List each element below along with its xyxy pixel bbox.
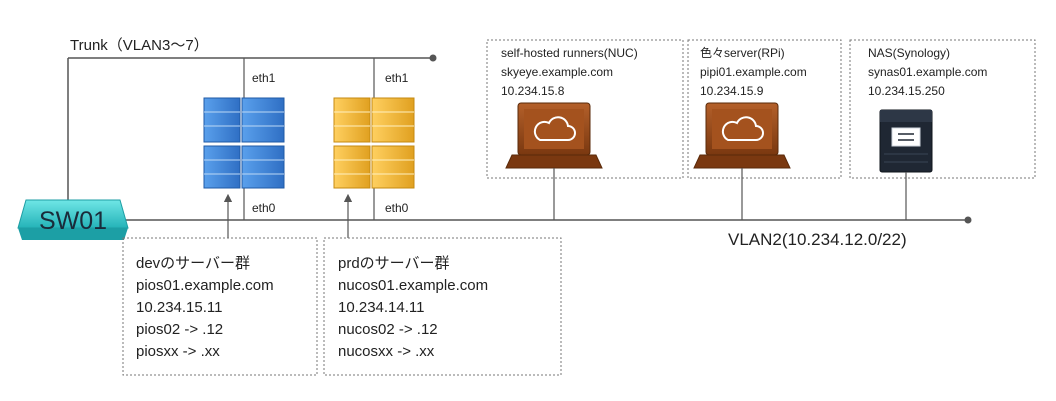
dev-info-line: 10.234.15.11 — [136, 299, 222, 316]
switch-sw01: SW01 — [17, 199, 129, 240]
prd-server-stack: eth1 eth0 — [333, 58, 415, 238]
prd-info-line: 10.234.14.11 — [338, 299, 424, 316]
prd-eth1-label: eth1 — [385, 71, 409, 85]
host-nuc: self-hosted runners(NUC) skyeye.example.… — [486, 39, 684, 220]
nas-line: synas01.example.com — [868, 65, 987, 79]
vlan2-line — [100, 216, 972, 224]
dev-server-icon — [203, 97, 285, 189]
nas-line: NAS(Synology) — [868, 46, 950, 60]
dev-info-line: piosxx -> .xx — [136, 343, 220, 360]
dev-info-line: devのサーバー群 — [136, 255, 250, 272]
rpi-line: 10.234.15.9 — [700, 84, 764, 98]
dev-eth1-label: eth1 — [252, 71, 276, 85]
nuc-line: 10.234.15.8 — [501, 84, 565, 98]
prd-info-line: nucos02 -> .12 — [338, 321, 438, 338]
prd-info-line: prdのサーバー群 — [338, 255, 450, 272]
rpi-line: pipi01.example.com — [700, 65, 807, 79]
prd-server-icon — [333, 97, 415, 189]
prd-info-line: nucos01.example.com — [338, 277, 488, 294]
dev-info-box: devのサーバー群 pios01.example.com 10.234.15.1… — [122, 237, 318, 376]
nas-line: 10.234.15.250 — [868, 84, 945, 98]
prd-info-line: nucosxx -> .xx — [338, 343, 435, 360]
laptop-cloud-icon — [505, 102, 603, 169]
rpi-line: 色々server(RPi) — [700, 46, 785, 60]
trunk-line — [67, 54, 437, 205]
host-rpi: 色々server(RPi) pipi01.example.com 10.234.… — [687, 39, 842, 220]
dev-info-line: pios02 -> .12 — [136, 321, 223, 338]
prd-info-box: prdのサーバー群 nucos01.example.com 10.234.14.… — [323, 237, 562, 376]
nuc-line: skyeye.example.com — [501, 65, 613, 79]
laptop-cloud-icon — [693, 102, 791, 169]
dev-server-stack: eth1 eth0 — [203, 58, 285, 238]
nuc-line: self-hosted runners(NUC) — [501, 46, 638, 60]
prd-eth0-label: eth0 — [385, 201, 409, 215]
dev-eth0-label: eth0 — [252, 201, 276, 215]
trunk-label: Trunk（VLAN3～7） — [70, 37, 209, 54]
nas-icon — [879, 109, 933, 173]
switch-label: SW01 — [39, 207, 107, 235]
dev-info-line: pios01.example.com — [136, 277, 274, 294]
vlan2-label: VLAN2(10.234.12.0/22) — [728, 230, 907, 249]
host-nas: NAS(Synology) synas01.example.com 10.234… — [849, 39, 1036, 220]
